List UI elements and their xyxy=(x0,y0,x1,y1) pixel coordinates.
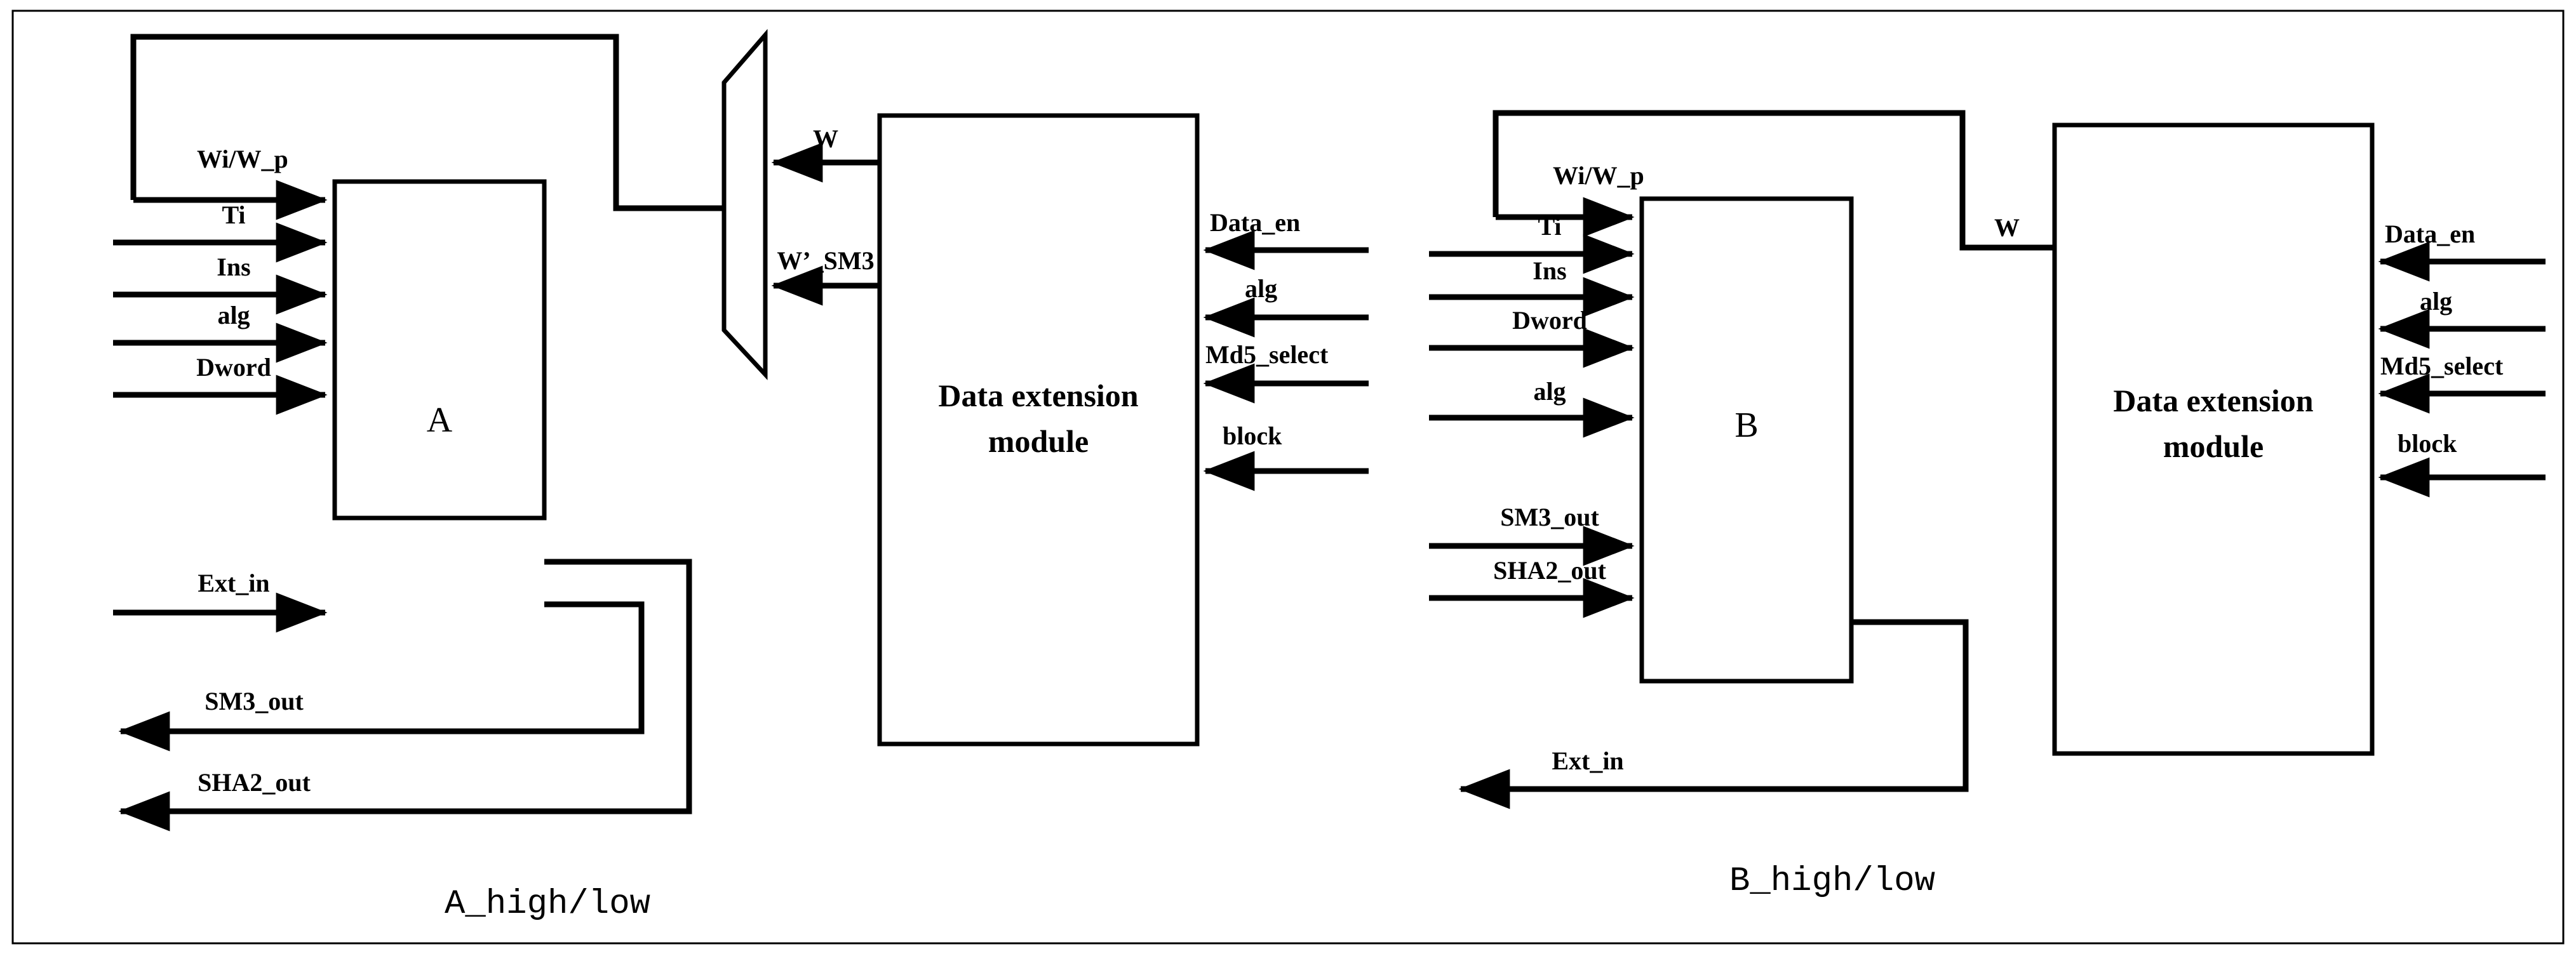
data-extension-module-right-label-2: module xyxy=(2163,428,2264,464)
label-md5-select-left: Md5_select xyxy=(1205,340,1329,369)
label-wi-wp-right: Wi/W_p xyxy=(1553,161,1644,190)
block-b xyxy=(1639,196,1854,684)
block-a xyxy=(332,179,547,521)
label-dword-right: Dword xyxy=(1512,306,1587,335)
label-w-right: W xyxy=(1994,213,2020,242)
label-sha2-out-right: SHA2_out xyxy=(1493,556,1606,585)
wire-w-feedback-right xyxy=(1493,110,2055,251)
label-ext-in-left: Ext_in xyxy=(198,569,269,597)
wire-sm3-out-left xyxy=(118,601,645,752)
label-alg-ext-right: alg xyxy=(2420,287,2452,315)
label-wi-wp-left: Wi/W_p xyxy=(197,145,288,173)
label-sha2-out-left: SHA2_out xyxy=(198,768,311,797)
data-extension-module-right-label-1: Data extension xyxy=(2113,383,2313,418)
data-extension-module-left-label-1: Data extension xyxy=(938,378,1138,413)
label-dword-left: Dword xyxy=(196,353,271,382)
label-block-right: block xyxy=(2398,429,2457,458)
label-w-left: W xyxy=(813,124,838,153)
wire-mux-feedback-left xyxy=(130,34,724,211)
caption-panel-b: B_high/low xyxy=(1729,862,1935,901)
wire-sha2-out-left xyxy=(118,559,692,832)
block-b-label: B xyxy=(1734,406,1758,445)
label-md5-select-right: Md5_select xyxy=(2380,352,2504,380)
data-extension-module-left xyxy=(877,113,1200,747)
label-ins-left: Ins xyxy=(217,253,250,281)
figure-frame xyxy=(11,10,2565,945)
label-data-en-left: Data_en xyxy=(1210,208,1300,237)
block-a-label: A xyxy=(427,401,453,440)
mux-left xyxy=(721,29,768,380)
label-ti-left: Ti xyxy=(222,201,245,229)
data-extension-module-left-label-2: module xyxy=(988,423,1089,459)
label-ins-right: Ins xyxy=(1533,256,1566,285)
label-block-left: block xyxy=(1223,422,1282,450)
caption-panel-a: A_high/low xyxy=(445,885,650,924)
label-ext-in-right: Ext_in xyxy=(1552,747,1623,775)
label-ti-right: Ti xyxy=(1538,212,1561,241)
label-alg-ext-left: alg xyxy=(1245,274,1277,303)
label-w-prime-sm3-left: W’_SM3 xyxy=(777,246,874,275)
label-alg-right: alg xyxy=(1533,377,1566,406)
wire-ext-in-right xyxy=(1458,619,1969,809)
label-sm3-out-left: SM3_out xyxy=(205,687,304,715)
data-extension-module-right xyxy=(2052,123,2375,756)
label-alg-left: alg xyxy=(217,301,250,329)
label-data-en-right: Data_en xyxy=(2385,220,2475,248)
label-sm3-out-right: SM3_out xyxy=(1500,503,1599,531)
